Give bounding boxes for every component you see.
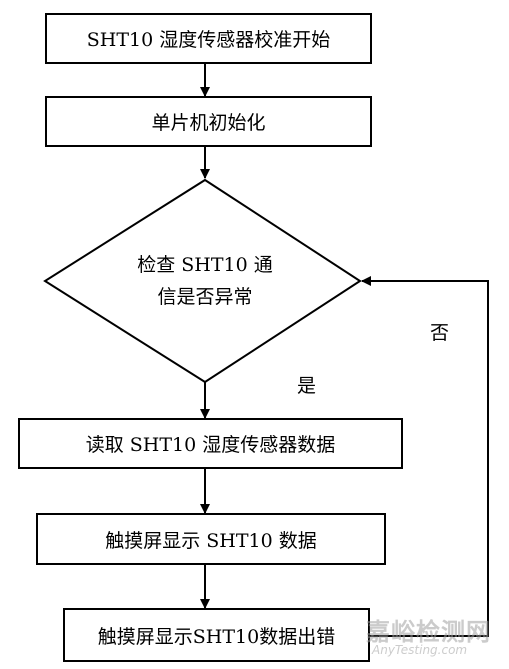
init-box: 单片机初始化	[45, 96, 372, 147]
display-box: 触摸屏显示 SHT10 数据	[36, 513, 386, 565]
decision-label-line1: 检查 SHT10 通	[137, 254, 273, 276]
decision-label-line2: 信是否异常	[157, 286, 253, 308]
display-label: 触摸屏显示 SHT10 数据	[105, 529, 317, 552]
read-label: 读取 SHT10 湿度传感器数据	[85, 434, 336, 456]
decision-label: 检查 SHT10 通 信是否异常	[105, 249, 305, 313]
start-label: SHT10 湿度传感器校准开始	[86, 29, 331, 51]
init-label: 单片机初始化	[151, 112, 266, 134]
no-label: 否	[430, 322, 450, 344]
yes-label: 是	[297, 375, 317, 397]
error-box: 触摸屏显示SHT10数据出错	[63, 608, 370, 662]
read-box: 读取 SHT10 湿度传感器数据	[18, 418, 403, 469]
watermark-url: AnyTesting.com	[372, 643, 468, 657]
arrow-error-loop-back	[361, 276, 489, 637]
start-box: SHT10 湿度传感器校准开始	[45, 13, 372, 64]
error-label: 触摸屏显示SHT10数据出错	[97, 625, 336, 648]
watermark-logo: 嘉峪检测网	[366, 618, 491, 646]
